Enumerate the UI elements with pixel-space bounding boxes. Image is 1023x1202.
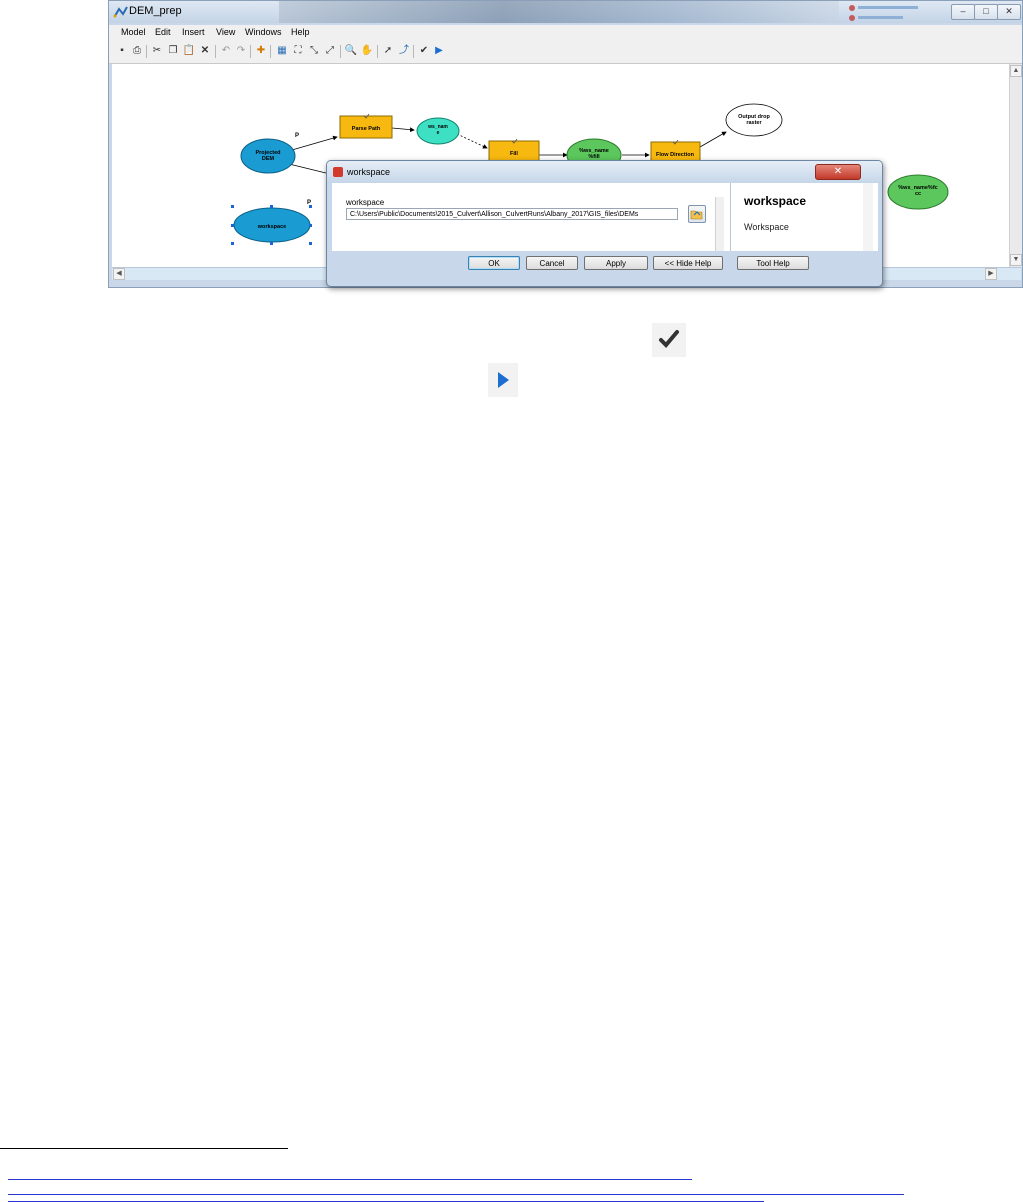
vertical-scrollbar[interactable]: ▲ ▼ — [1009, 64, 1022, 267]
cut-icon[interactable]: ✂ — [152, 45, 162, 56]
workspace-dialog: workspace ✕ workspace C:\Users\Public\Do… — [326, 160, 883, 287]
help-scrollbar[interactable] — [863, 183, 873, 251]
menu-view[interactable]: View — [216, 27, 236, 37]
menu-help[interactable]: Help — [291, 27, 310, 37]
fixed-zoom-in-icon[interactable]: ⤡ — [310, 45, 318, 56]
pan-icon[interactable]: ✋ — [360, 45, 374, 56]
zoom-in-icon[interactable]: 🔍 — [344, 45, 358, 56]
scroll-up-icon[interactable]: ▲ — [1010, 65, 1022, 77]
toolbox-icon — [333, 167, 343, 177]
dialog-title-bar: workspace ✕ — [327, 161, 882, 183]
parameter-marker: P — [295, 133, 299, 139]
flow-dir-output-node[interactable] — [887, 174, 949, 210]
minimize-button[interactable]: – — [951, 4, 975, 20]
validate-icon[interactable]: ✔ — [419, 45, 429, 56]
fill-output-label: %ws_name%fill — [579, 148, 609, 160]
menu-bar: Model Edit Insert View Windows Help — [109, 25, 1022, 41]
connector — [456, 133, 488, 149]
parameters-scrollbar[interactable] — [715, 197, 724, 251]
background-pane — [842, 1, 942, 23]
parameter-marker: P — [307, 200, 311, 206]
connector — [391, 127, 415, 133]
title-bar: DEM_prep – □ ✕ — [109, 1, 1022, 23]
select-icon[interactable]: ➚ — [383, 45, 393, 56]
tool-help-button[interactable]: Tool Help — [737, 256, 809, 270]
add-data-icon[interactable]: ✚ — [256, 45, 266, 56]
redo-icon[interactable]: ↷ — [236, 45, 246, 56]
footnote-link[interactable] — [8, 1194, 904, 1195]
selection-handles[interactable] — [231, 205, 312, 245]
run-icon[interactable]: ▶ — [435, 45, 443, 56]
connector — [699, 131, 727, 148]
apply-button[interactable]: Apply — [584, 256, 648, 270]
background-window-decor — [279, 1, 839, 23]
output-drop-raster-node[interactable] — [725, 103, 783, 137]
run-play-icon — [488, 363, 518, 397]
help-description: Workspace — [744, 222, 789, 232]
scroll-down-icon[interactable]: ▼ — [1010, 254, 1022, 266]
ws-name-node[interactable] — [416, 117, 460, 145]
help-title: workspace — [744, 194, 807, 208]
scroll-right-icon[interactable]: ▶ — [985, 268, 997, 280]
parameter-label: workspace — [346, 198, 385, 207]
delete-icon[interactable]: ✕ — [200, 45, 210, 56]
hide-help-button[interactable]: << Hide Help — [653, 256, 723, 270]
dialog-body: workspace C:\Users\Public\Documents\2015… — [332, 183, 878, 251]
scroll-left-icon[interactable]: ◀ — [113, 268, 125, 280]
help-pane: workspace Workspace — [730, 183, 878, 251]
menu-edit[interactable]: Edit — [155, 27, 171, 37]
fill-label: Fill — [510, 151, 518, 157]
auto-layout-icon[interactable]: ▦ — [277, 45, 287, 56]
tool-state-icon — [511, 138, 518, 144]
fixed-zoom-out-icon[interactable]: ⤢ — [326, 45, 334, 56]
background-pane-items — [849, 5, 918, 21]
connect-icon[interactable]: ⤴ — [399, 45, 409, 56]
dialog-title: workspace — [347, 167, 391, 177]
folder-open-icon — [690, 210, 703, 220]
tool-state-icon — [363, 113, 370, 119]
connector — [284, 135, 338, 153]
parse-path-tool[interactable] — [339, 115, 393, 139]
projected-dem-node[interactable] — [240, 138, 296, 174]
print-icon[interactable]: ⎙ — [133, 45, 141, 56]
footnote-link[interactable] — [8, 1179, 692, 1180]
close-button[interactable]: ✕ — [997, 4, 1021, 20]
toolbar: ▪ ⎙ ✂ ❐ 📋 ✕ ↶ ↷ ✚ ▦ ⛶ ⤡ ⤢ 🔍 ✋ ➚ ⤴ ✔ ▶ — [109, 41, 1022, 64]
flow-direction-label: Flow Direction — [656, 152, 695, 158]
parse-path-label: Parse Path — [352, 126, 381, 132]
undo-icon[interactable]: ↶ — [221, 45, 231, 56]
footnote-separator — [0, 1148, 288, 1149]
paste-icon[interactable]: 📋 — [182, 45, 196, 56]
copy-icon[interactable]: ❐ — [168, 45, 178, 56]
connector — [284, 162, 331, 175]
maximize-button[interactable]: □ — [974, 4, 998, 20]
menu-windows[interactable]: Windows — [245, 27, 282, 37]
model-icon — [113, 6, 128, 18]
menu-insert[interactable]: Insert — [182, 27, 205, 37]
model-builder-window: DEM_prep – □ ✕ Model Edit Insert View Wi… — [108, 0, 1023, 288]
menu-model[interactable]: Model — [121, 27, 146, 37]
tool-state-icon — [672, 139, 679, 145]
workspace-path-input[interactable]: C:\Users\Public\Documents\2015_Culvert\A… — [346, 208, 678, 220]
save-icon[interactable]: ▪ — [120, 45, 124, 56]
dialog-close-button[interactable]: ✕ — [815, 164, 861, 180]
cancel-button[interactable]: Cancel — [526, 256, 578, 270]
window-title: DEM_prep — [129, 5, 182, 17]
full-extent-icon[interactable]: ⛶ — [294, 45, 302, 56]
workspace-node-label: workspace — [257, 224, 286, 230]
ok-button[interactable]: OK — [468, 256, 520, 270]
browse-folder-button[interactable] — [688, 205, 706, 223]
validate-checkmark-icon — [652, 323, 686, 357]
